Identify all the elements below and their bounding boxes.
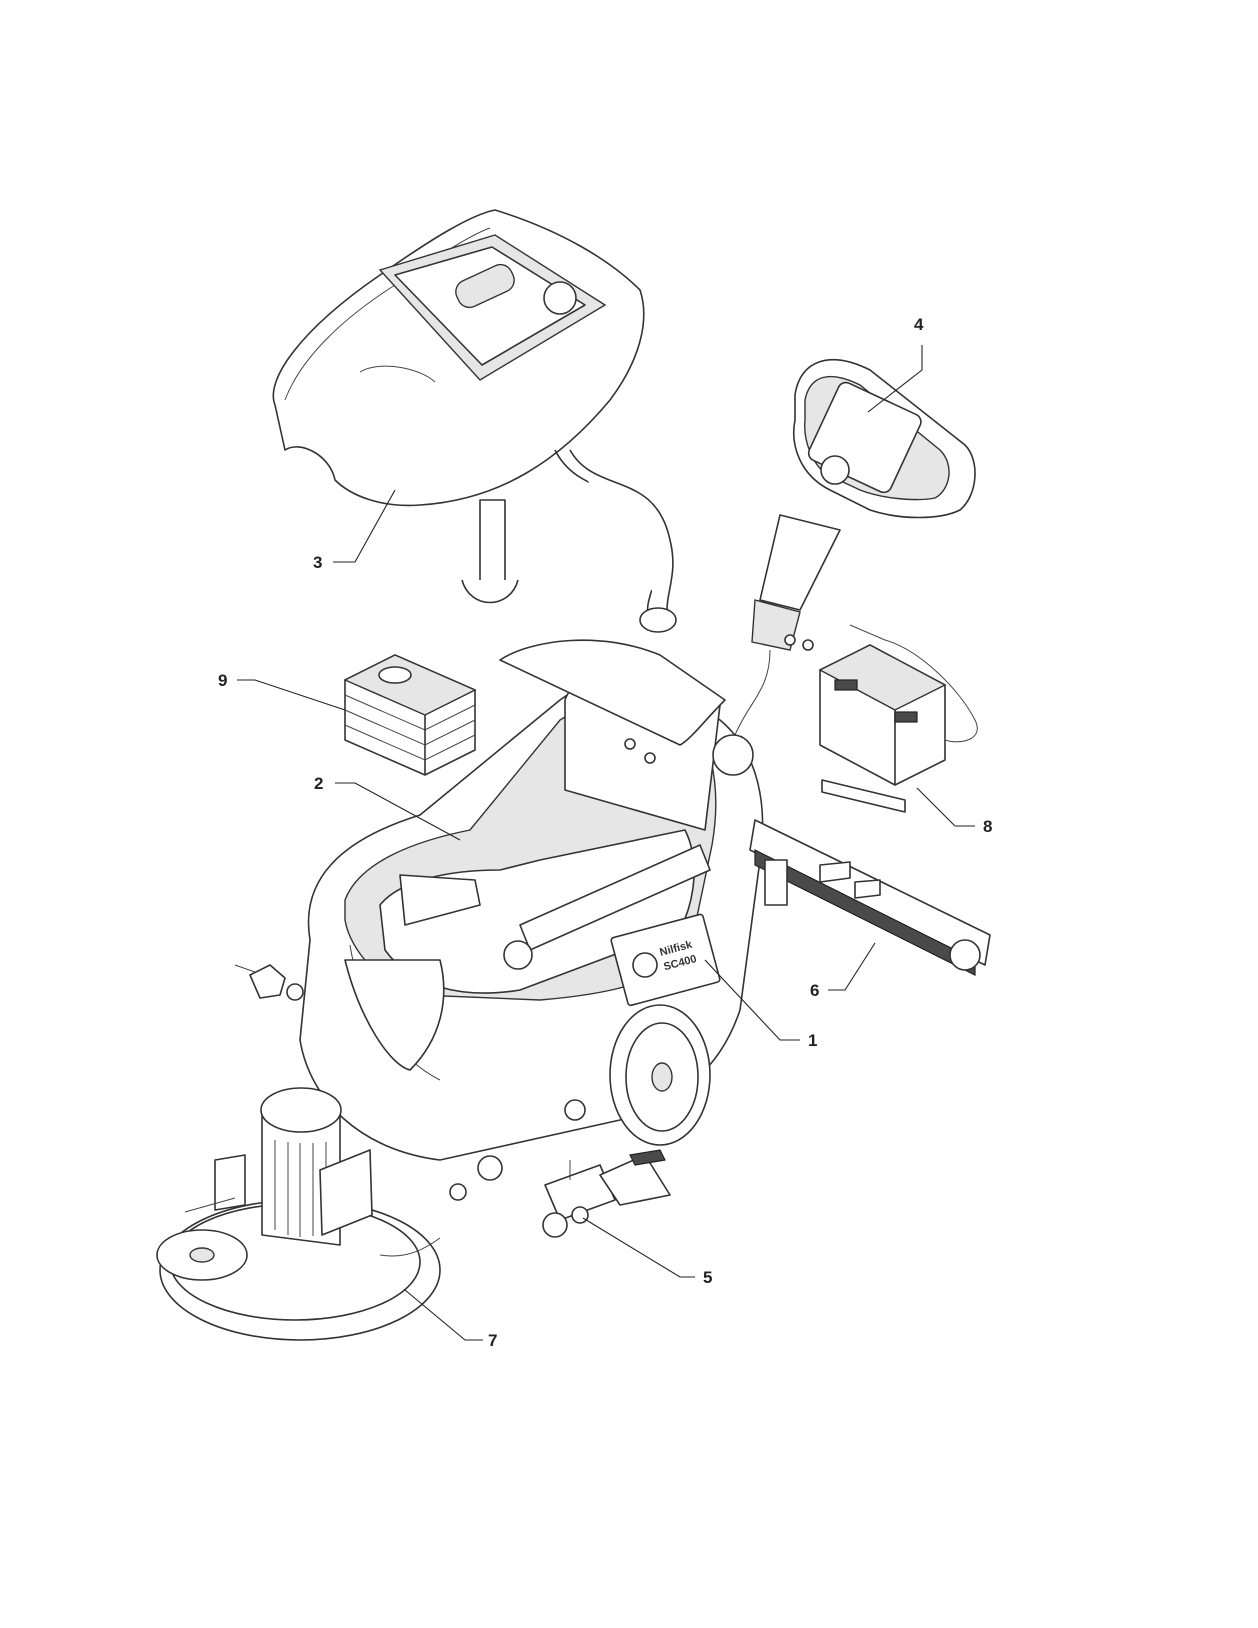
leader-7 <box>404 1289 483 1341</box>
leader-8 <box>916 787 975 827</box>
callout-9: 9 <box>218 671 228 690</box>
leader-lines <box>237 345 975 1341</box>
callout-5: 5 <box>703 1268 713 1287</box>
part-6-squeegee <box>749 819 991 976</box>
part-8-charger <box>818 624 978 813</box>
part-3-recovery-tank <box>272 209 677 633</box>
part-5-squeegee-mount <box>542 1149 671 1238</box>
leader-4 <box>867 345 923 413</box>
callout-4: 4 <box>914 315 924 334</box>
callout-7: 7 <box>488 1331 498 1350</box>
callout-6: 6 <box>810 981 820 1000</box>
callout-2: 2 <box>314 774 324 793</box>
part-9-battery <box>343 654 477 776</box>
callout-1: 1 <box>808 1031 818 1050</box>
part-2-solution-tank <box>499 639 754 831</box>
leader-2 <box>335 782 461 841</box>
callout-8: 8 <box>983 817 993 836</box>
callout-3: 3 <box>313 553 323 572</box>
leader-6 <box>828 942 876 991</box>
leader-9 <box>237 679 346 711</box>
part-4-handle <box>734 359 976 736</box>
part-7-brush-deck <box>156 1087 467 1341</box>
leader-1 <box>704 959 800 1041</box>
leader-3 <box>333 489 396 563</box>
leader-5 <box>582 1217 695 1278</box>
